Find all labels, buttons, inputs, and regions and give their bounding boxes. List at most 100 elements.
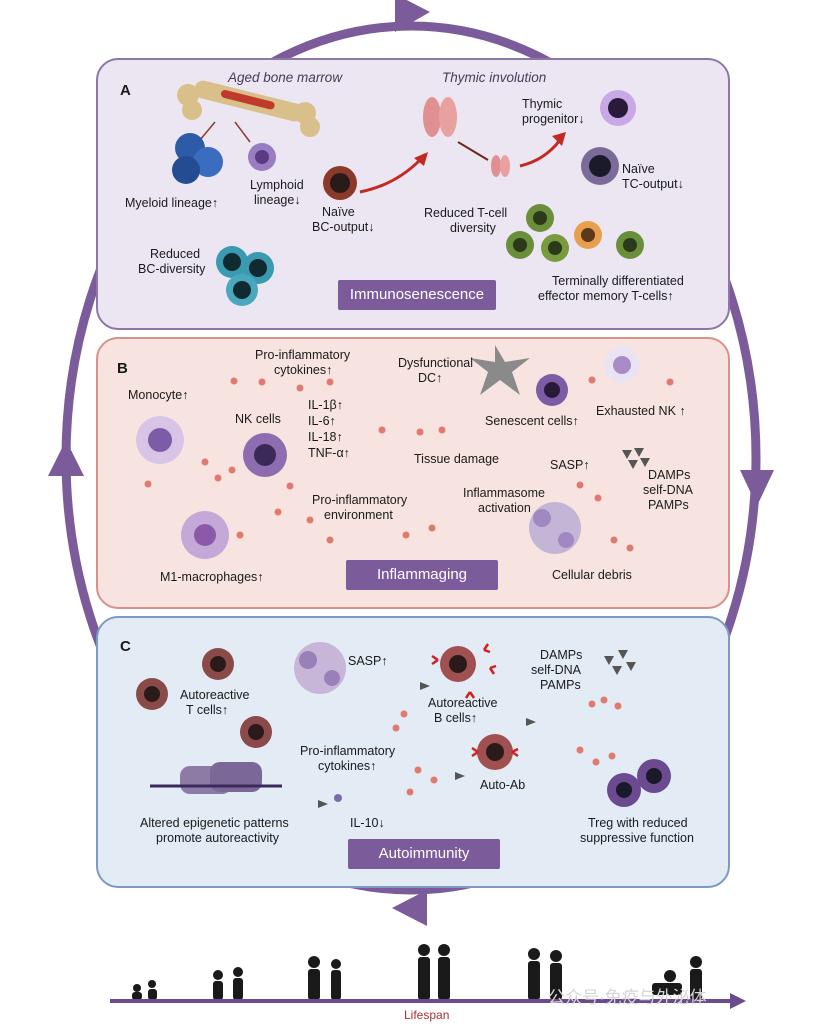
label-m1-macrophages: M1-macrophages↑ bbox=[160, 570, 264, 584]
label-il1b: IL-1β↑ bbox=[308, 398, 343, 412]
naive-t-cell-icon bbox=[581, 147, 619, 185]
thymus-icon bbox=[423, 97, 457, 137]
antibody-icons bbox=[431, 643, 519, 758]
label-tissue-damage: Tissue damage bbox=[414, 452, 499, 466]
cytokine-dots bbox=[144, 376, 674, 552]
label-il18: IL-18↑ bbox=[308, 430, 343, 444]
cycle-arrowhead-right bbox=[740, 470, 774, 506]
banner-inflammaging: Inflammaging bbox=[346, 560, 498, 590]
label-cellular-debris: Cellular debris bbox=[552, 568, 632, 582]
label-myeloid-lineage: Myeloid lineage↑ bbox=[125, 196, 219, 210]
cycle-arrowhead-left bbox=[48, 440, 84, 476]
label-lymphoid-1: Lymphoid bbox=[250, 178, 304, 192]
label-pro-inflammatory-cytokines-1: Pro-inflammatory bbox=[255, 348, 351, 362]
label-reduced-bc-2: BC-diversity bbox=[138, 262, 206, 276]
damps-triangles-c-icon bbox=[318, 650, 636, 808]
label-pamps-c: PAMPs bbox=[540, 678, 581, 692]
label-treg-1: Treg with reduced bbox=[588, 816, 688, 830]
label-il6: IL-6↑ bbox=[308, 414, 336, 428]
label-sasp-c: SASP↑ bbox=[348, 654, 388, 668]
label-terminally-2: effector memory T-cells↑ bbox=[538, 289, 674, 303]
label-pro-env-1: Pro-inflammatory bbox=[312, 493, 408, 507]
label-pro-env-2: environment bbox=[324, 508, 393, 522]
label-reduced-bc-1: Reduced bbox=[150, 247, 201, 261]
label-senescent-cells: Senescent cells↑ bbox=[485, 414, 579, 428]
exhausted-nk-icon bbox=[604, 347, 640, 383]
m1-macrophage-icon bbox=[181, 511, 229, 559]
label-dysfunctional-2: DC↑ bbox=[418, 371, 443, 385]
banner-autoimmunity: Autoimmunity bbox=[348, 839, 500, 869]
naive-b-cell-icon bbox=[323, 166, 357, 200]
small-thymus-icon bbox=[491, 155, 510, 177]
monocyte-icon bbox=[136, 416, 184, 464]
panel-letter-a: A bbox=[120, 82, 131, 99]
label-thymic-progenitor-1: Thymic bbox=[522, 97, 563, 111]
label-aged-bone-marrow: Aged bone marrow bbox=[228, 70, 343, 85]
b-cell-cluster-icon bbox=[216, 246, 274, 306]
label-naive-bc-2: BC-output↓ bbox=[312, 220, 375, 234]
label-sasp-b: SASP↑ bbox=[550, 458, 590, 472]
label-self-dna-b: self-DNA bbox=[643, 483, 694, 497]
myeloid-cells-icon bbox=[172, 133, 223, 184]
label-inflammasome-1: Inflammasome bbox=[463, 486, 545, 500]
label-exhausted-nk: Exhausted NK ↑ bbox=[596, 404, 686, 418]
cytokine-dots-c bbox=[392, 696, 622, 796]
nucleosome-icon bbox=[150, 762, 282, 794]
label-monocyte: Monocyte↑ bbox=[128, 388, 189, 402]
label-reduced-tcell-1: Reduced T-cell bbox=[424, 206, 508, 220]
banner-immunosenescence: Immunosenescence bbox=[338, 280, 496, 310]
label-dysfunctional-1: Dysfunctional bbox=[398, 356, 474, 370]
label-lymphoid-2: lineage↓ bbox=[254, 193, 301, 207]
label-thymic-involution: Thymic involution bbox=[442, 70, 547, 85]
nk-cell-icon bbox=[243, 433, 287, 477]
panel-letter-b: B bbox=[117, 360, 128, 377]
damps-triangles-icon bbox=[622, 448, 650, 469]
cycle-arrowhead-bottom bbox=[392, 890, 427, 926]
label-naive-bc-1: Naïve bbox=[322, 205, 355, 219]
label-tnfa: TNF-α↑ bbox=[308, 446, 350, 460]
label-autoreactive-b-2: B cells↑ bbox=[434, 711, 478, 725]
bone-icon bbox=[177, 80, 320, 137]
label-reduced-tcell-2: diversity bbox=[450, 221, 496, 235]
sasp-cluster-icon bbox=[294, 642, 346, 694]
label-damps-b: DAMPs bbox=[648, 468, 691, 482]
label-damps-c: DAMPs bbox=[540, 648, 583, 662]
label-auto-ab: Auto-Ab bbox=[480, 778, 526, 792]
inflammasome-debris-icon bbox=[529, 502, 581, 554]
dendritic-cell-icon bbox=[470, 345, 530, 395]
label-naive-tc-2: TC-output↓ bbox=[622, 177, 684, 191]
il10-dot-icon bbox=[334, 794, 342, 802]
label-epigenetic-2: promote autoreactivity bbox=[156, 831, 279, 845]
watermark-text: 公众号·免疫与外泌体 bbox=[548, 988, 707, 1007]
label-autoreactive-b-1: Autoreactive bbox=[428, 696, 498, 710]
effector-memory-t-cells-icon bbox=[506, 204, 644, 262]
label-pamps-b: PAMPs bbox=[648, 498, 689, 512]
label-epigenetic-1: Altered epigenetic patterns bbox=[140, 816, 289, 830]
human-silhouettes-icon bbox=[132, 944, 702, 1000]
treg-cells-icon bbox=[607, 759, 671, 807]
label-thymic-progenitor-2: progenitor↓ bbox=[522, 112, 585, 126]
label-pro-inflammatory-cytokines-2: cytokines↑ bbox=[274, 363, 333, 377]
label-inflammasome-2: activation bbox=[478, 501, 531, 515]
label-pro-cytokines-c-2: cytokines↑ bbox=[318, 759, 377, 773]
label-self-dna-c: self-DNA bbox=[531, 663, 582, 677]
label-autoreactive-t-1: Autoreactive bbox=[180, 688, 250, 702]
cycle-arrowhead-top bbox=[395, 0, 430, 32]
label-naive-tc-1: Naïve bbox=[622, 162, 655, 176]
thymic-progenitor-icon bbox=[600, 90, 636, 126]
label-pro-cytokines-c-1: Pro-inflammatory bbox=[300, 744, 396, 758]
panel-letter-c: C bbox=[120, 638, 131, 655]
label-terminally-1: Terminally differentiated bbox=[552, 274, 684, 288]
label-autoreactive-t-2: T cells↑ bbox=[186, 703, 229, 717]
label-nk-cells: NK cells bbox=[235, 412, 281, 426]
lifespan-arrowhead bbox=[730, 993, 746, 1009]
label-il10: IL-10↓ bbox=[350, 816, 385, 830]
lifespan-label: Lifespan bbox=[404, 1008, 450, 1022]
senescent-cell-icon bbox=[536, 374, 568, 406]
label-treg-2: suppressive function bbox=[580, 831, 694, 845]
